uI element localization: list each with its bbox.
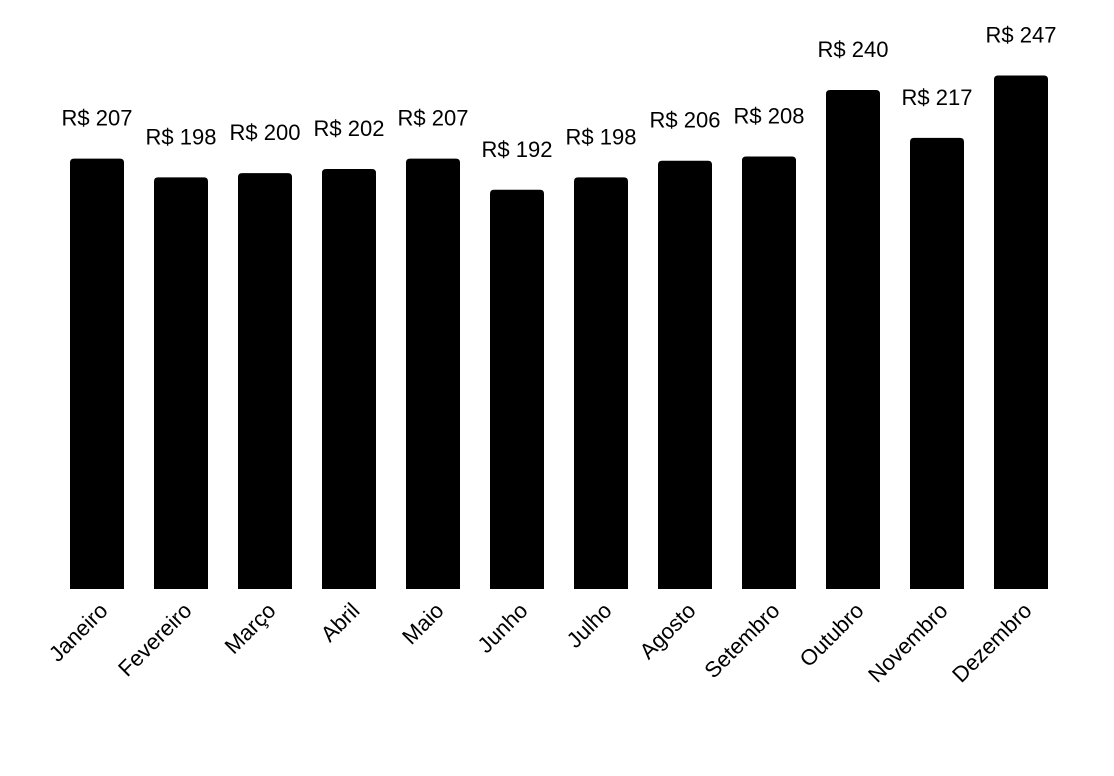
- category-label-janeiro: Janeiro: [44, 598, 113, 667]
- bar-novembro: [910, 137, 964, 589]
- category-label-março: Março: [220, 598, 281, 659]
- bars-layer: [70, 75, 1048, 590]
- value-label-agosto: R$ 206: [650, 108, 721, 133]
- bar-dezembro: [994, 75, 1048, 590]
- value-label-julho: R$ 198: [566, 124, 637, 149]
- category-label-dezembro: Dezembro: [947, 598, 1036, 687]
- value-label-abril: R$ 202: [314, 116, 385, 141]
- category-label-setembro: Setembro: [699, 598, 784, 683]
- category-label-agosto: Agosto: [634, 598, 700, 664]
- category-label-fevereiro: Fevereiro: [113, 598, 196, 681]
- category-label-maio: Maio: [397, 598, 448, 649]
- value-label-maio: R$ 207: [398, 106, 469, 131]
- value-label-dezembro: R$ 247: [986, 22, 1057, 47]
- bar-outubro: [826, 90, 880, 589]
- value-labels-layer: R$ 207 R$ 198 R$ 200 R$ 202 R$ 207 R$ 192 R$ 1…: [62, 22, 1057, 161]
- bar-julho: [574, 177, 628, 589]
- value-label-outubro: R$ 240: [818, 37, 889, 62]
- category-label-novembro: Novembro: [863, 598, 952, 687]
- category-label-julho: Julho: [562, 598, 617, 653]
- value-label-junho: R$ 192: [482, 137, 553, 162]
- category-label-junho: Junho: [472, 598, 532, 658]
- bar-junho: [490, 189, 544, 590]
- bar-janeiro: [70, 158, 124, 590]
- bar-março: [238, 173, 292, 589]
- bar-abril: [322, 169, 376, 589]
- category-label-abril: Abril: [316, 598, 365, 647]
- value-label-fevereiro: R$ 198: [146, 124, 217, 149]
- bar-setembro: [742, 156, 796, 590]
- bar-maio: [406, 158, 460, 590]
- value-label-março: R$ 200: [230, 120, 301, 145]
- bar-fevereiro: [154, 177, 208, 589]
- category-label-outubro: Outubro: [795, 598, 869, 672]
- value-label-setembro: R$ 208: [734, 104, 805, 129]
- bar-agosto: [658, 160, 712, 590]
- value-label-janeiro: R$ 207: [62, 106, 133, 131]
- value-label-novembro: R$ 217: [902, 85, 973, 110]
